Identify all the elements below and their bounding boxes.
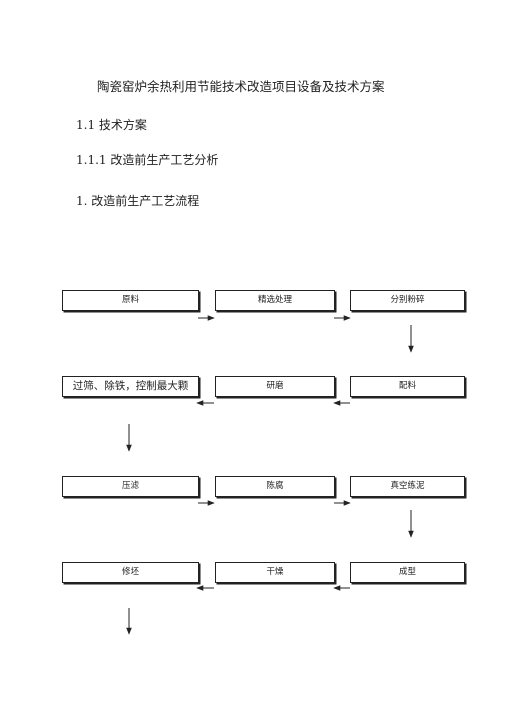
flow-step-aging: 陈腐: [215, 476, 335, 497]
flow-step-crushing: 分别粉碎: [350, 290, 465, 311]
flow-step-selection: 精选处理: [215, 290, 335, 311]
flow-step-grinding: 研磨: [215, 376, 335, 397]
subsection-heading: 1.1.1 改造前生产工艺分析: [76, 153, 219, 167]
section-heading: 1.1 技术方案: [76, 118, 147, 132]
flow-step-raw-material: 原料: [62, 290, 199, 311]
item-heading: 1. 改造前生产工艺流程: [76, 194, 200, 208]
flow-step-drying: 干燥: [215, 562, 335, 583]
flow-step-filter-press: 压滤: [62, 476, 199, 497]
flow-step-batching: 配料: [350, 376, 465, 397]
flow-step-vacuum-pugging: 真空练泥: [350, 476, 465, 497]
flow-step-sieving: 过筛、除铁，控制最大颗: [62, 376, 199, 397]
document-title: 陶瓷窑炉余热利用节能技术改造项目设备及技术方案: [97, 79, 385, 94]
flow-step-trimming: 修坯: [62, 562, 199, 583]
flow-step-forming: 成型: [350, 562, 465, 583]
